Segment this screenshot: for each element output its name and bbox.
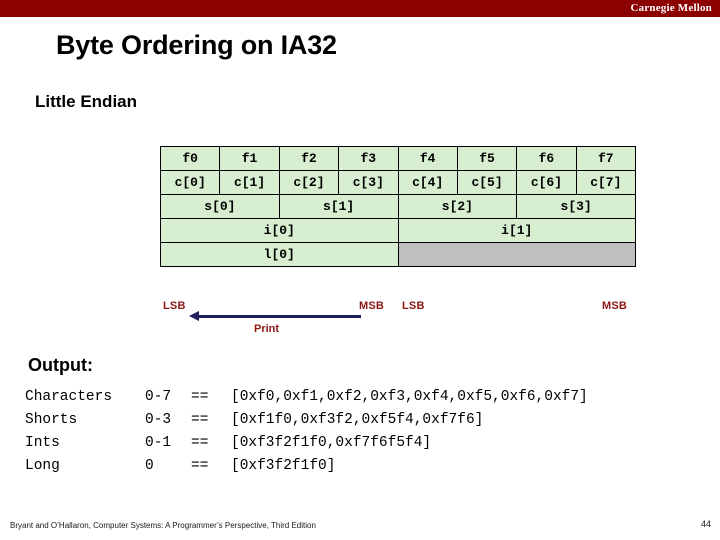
output-kind: Ints <box>25 435 60 451</box>
short-cell: s[2] <box>397 194 518 219</box>
int-cell: i[1] <box>397 218 636 243</box>
address-cell: f0 <box>159 146 221 171</box>
page-number: 44 <box>700 519 711 529</box>
empty-cell <box>397 242 636 267</box>
output-range: 0-1 <box>145 435 172 451</box>
short-cell: s[1] <box>278 194 399 219</box>
address-cell: f4 <box>397 146 458 171</box>
output-kind: Long <box>25 458 60 474</box>
address-cell: f7 <box>575 146 637 171</box>
output-eq: == <box>191 458 209 474</box>
lsb-label-right: LSB <box>402 300 425 312</box>
table-row-chars: c[0] c[1] c[2] c[3] c[4] c[5] c[6] c[7] <box>159 170 637 195</box>
msb-label-left: MSB <box>359 300 385 312</box>
output-value: [0xf0,0xf1,0xf2,0xf3,0xf4,0xf5,0xf6,0xf7… <box>231 389 588 405</box>
output-heading: Output: <box>28 355 93 375</box>
output-value: [0xf3f2f1f0] <box>231 458 336 474</box>
output-value: [0xf3f2f1f0,0xf7f6f5f4] <box>231 435 432 451</box>
lsb-label-left: LSB <box>163 300 186 312</box>
short-cell: s[3] <box>516 194 636 219</box>
table-row-ints: i[0] i[1] <box>160 218 636 243</box>
char-cell: c[7] <box>575 170 637 195</box>
output-table: Characters 0-7 == [0xf0,0xf1,0xf2,0xf3,0… <box>25 388 588 480</box>
footer-citation: Bryant and O’Hallaron, Computer Systems:… <box>10 521 316 530</box>
arrow-left-icon <box>189 311 199 321</box>
address-cell: f2 <box>278 146 340 171</box>
output-eq: == <box>191 389 209 405</box>
short-cell: s[0] <box>160 194 280 219</box>
char-cell: c[2] <box>278 170 340 195</box>
msb-label-right: MSB <box>602 300 628 312</box>
output-row: Long 0 == [0xf3f2f1f0] <box>25 457 588 480</box>
brand-bar <box>0 0 720 17</box>
output-range: 0 <box>145 458 154 474</box>
output-row: Characters 0-7 == [0xf0,0xf1,0xf2,0xf3,0… <box>25 388 588 411</box>
output-row: Ints 0-1 == [0xf3f2f1f0,0xf7f6f5f4] <box>25 434 588 457</box>
address-cell: f1 <box>219 146 280 171</box>
char-cell: c[1] <box>219 170 280 195</box>
print-arrow-line <box>198 315 361 318</box>
output-kind: Characters <box>25 389 113 405</box>
char-cell: c[0] <box>159 170 221 195</box>
char-cell: c[3] <box>338 170 399 195</box>
memory-layout-table: f0 f1 f2 f3 f4 f5 f6 f7 c[0] c[1] c[2] c… <box>159 146 637 267</box>
output-eq: == <box>191 412 209 428</box>
address-cell: f5 <box>456 146 518 171</box>
output-row: Shorts 0-3 == [0xf1f0,0xf3f2,0xf5f4,0xf7… <box>25 411 588 434</box>
address-cell: f3 <box>338 146 399 171</box>
table-row-shorts: s[0] s[1] s[2] s[3] <box>160 194 636 219</box>
long-cell: l[0] <box>160 242 399 267</box>
int-cell: i[0] <box>160 218 399 243</box>
section-heading: Little Endian <box>35 92 137 111</box>
output-eq: == <box>191 435 209 451</box>
output-range: 0-7 <box>145 389 172 405</box>
char-cell: c[6] <box>516 170 577 195</box>
table-row-longs: l[0] <box>160 242 636 267</box>
print-label: Print <box>254 323 280 335</box>
char-cell: c[4] <box>397 170 458 195</box>
output-range: 0-3 <box>145 412 172 428</box>
table-row-addresses: f0 f1 f2 f3 f4 f5 f6 f7 <box>159 146 637 171</box>
char-cell: c[5] <box>456 170 518 195</box>
footer-divider <box>0 512 720 513</box>
page-title: Byte Ordering on IA32 <box>56 30 337 60</box>
address-cell: f6 <box>516 146 577 171</box>
output-value: [0xf1f0,0xf3f2,0xf5f4,0xf7f6] <box>231 412 484 428</box>
output-kind: Shorts <box>25 412 78 428</box>
brand-name: Carnegie Mellon <box>630 2 712 14</box>
